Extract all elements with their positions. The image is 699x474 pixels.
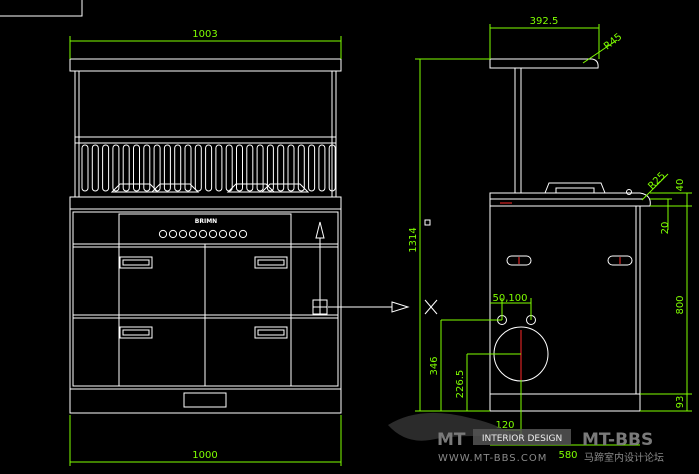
- accent-marks: [500, 202, 621, 380]
- range-hood: [69, 58, 342, 72]
- dim-cabinet-height: 800: [675, 295, 686, 314]
- knob: [178, 229, 188, 239]
- filter-fin: [225, 144, 233, 192]
- knob: [188, 229, 198, 239]
- knob: [208, 229, 218, 239]
- filter-fin: [308, 144, 316, 192]
- front-dimensions: [69, 36, 342, 466]
- filter-fin: [81, 144, 89, 192]
- dim-outlet-spacing: 50,100: [493, 293, 528, 304]
- filter-fin: [246, 144, 254, 192]
- filter-fin: [215, 144, 223, 192]
- dim-bottom-depth: 580: [558, 450, 577, 461]
- plinth: [69, 388, 342, 414]
- side-elevation: [489, 58, 651, 412]
- filter-fin: [174, 144, 182, 192]
- watermark-url: WWW.MT-BBS.COM: [438, 453, 547, 464]
- filter-fin: [256, 144, 264, 192]
- dim-counter-thickness: 40: [675, 179, 686, 192]
- filter-fin: [297, 144, 305, 192]
- filter-fin: [205, 144, 213, 192]
- filter-fin: [112, 144, 120, 192]
- dim-front-top: 1003: [192, 29, 217, 40]
- filter-fin: [133, 144, 140, 192]
- front-elevation: [69, 58, 438, 414]
- brand-mark: BRIMN: [195, 218, 217, 225]
- dim-edge-offset: 20: [660, 222, 671, 235]
- drawer-handle: [119, 256, 153, 269]
- filter-fin: [163, 144, 171, 192]
- baffle-shelf: [74, 136, 337, 144]
- dim-radius-counter: R25: [646, 170, 668, 192]
- dim-plinth-height: 93: [675, 396, 686, 409]
- watermark-tag: INTERIOR DESIGN: [482, 434, 562, 444]
- filter-fin: [318, 144, 326, 192]
- dim-outlet-offset: 120: [495, 420, 514, 431]
- watermark-tag-box: [473, 429, 571, 445]
- watermark-logo-left: MT: [437, 430, 466, 450]
- filter-fin: [236, 144, 243, 192]
- dim-radius-top: R45: [602, 32, 624, 53]
- dim-total-height: 1314: [408, 227, 419, 252]
- filter-fin: [277, 144, 285, 192]
- filter-fin: [184, 144, 192, 192]
- knob: [198, 229, 208, 239]
- drawer-handle: [254, 256, 288, 269]
- watermark-logo-right: MT-BBS: [582, 430, 653, 450]
- filter-fin: [328, 144, 336, 192]
- filter-fin: [102, 144, 110, 192]
- knob: [168, 229, 178, 239]
- filter-fin: [287, 144, 295, 192]
- side-hood: [489, 58, 599, 69]
- filter-fin: [194, 144, 202, 192]
- dim-front-bottom: 1000: [192, 450, 217, 461]
- viewport-frame: [0, 0, 83, 17]
- plinth-display: [183, 392, 227, 408]
- drawer-handle: [119, 326, 153, 339]
- filter-fin: [266, 144, 274, 192]
- knob: [238, 229, 248, 239]
- filter-fin: [122, 144, 130, 192]
- watermark: MT INTERIOR DESIGN MT-BBS WWW.MT-BBS.COM…: [388, 412, 664, 464]
- knob: [218, 229, 228, 239]
- filter-fin: [143, 144, 151, 192]
- dim-outlet-low: 226.5: [455, 370, 466, 399]
- filter-fin: [91, 144, 99, 192]
- worktop: [69, 196, 342, 210]
- drawer-handle: [254, 326, 288, 339]
- control-knobs: [158, 229, 248, 239]
- dim-outlet-high: 346: [429, 356, 440, 375]
- knob: [228, 229, 238, 239]
- knob: [158, 229, 168, 239]
- burners: [110, 183, 310, 193]
- filter-fins: [81, 144, 336, 192]
- watermark-caption: 马蹄室内设计论坛: [584, 451, 664, 464]
- dim-side-depth: 392.5: [530, 16, 559, 27]
